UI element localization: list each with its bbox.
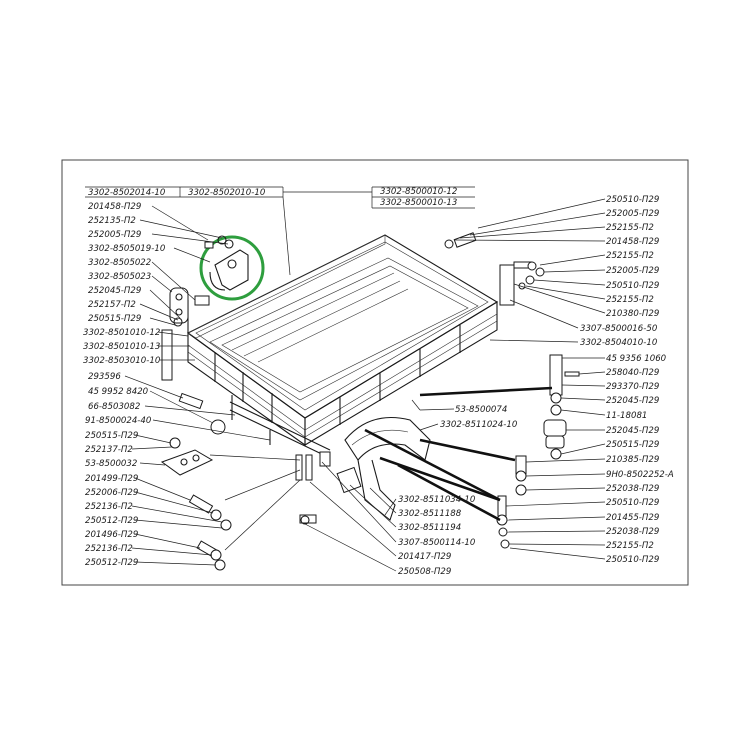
label-252006-p29: 252006-П29 bbox=[85, 488, 138, 498]
label-3302-8500010-12: 3302-8500010-12 bbox=[380, 187, 457, 197]
label-c-250508-p29: 250508-П29 bbox=[398, 567, 451, 577]
label-293596: 293596 bbox=[88, 372, 121, 382]
label-r-250510-p29-c: 250510-П29 bbox=[606, 498, 659, 508]
label-3302-8505019-10: 3302-8505019-10 bbox=[88, 244, 166, 254]
label-3302-8502010-10: 3302-8502010-10 bbox=[188, 188, 266, 198]
label-r-258040-p29: 258040-П29 bbox=[606, 368, 659, 378]
label-53-8500032: 53-8500032 bbox=[85, 459, 137, 469]
label-250515-p29-b: 250515-П29 bbox=[85, 431, 138, 441]
label-252136-p2-b: 252136-П2 bbox=[85, 544, 133, 554]
label-459952-8420: 45 9952 8420 bbox=[88, 387, 149, 397]
label-c-3302-8511034-10: 3302-8511034-10 bbox=[398, 495, 476, 505]
fender bbox=[336, 416, 431, 521]
label-r-210380-p29: 210380-П29 bbox=[606, 309, 659, 319]
highlight-circle bbox=[199, 235, 265, 301]
label-r-252155-p2-b: 252155-П2 bbox=[606, 251, 654, 261]
label-r-210385-p29: 210385-П29 bbox=[606, 455, 659, 465]
label-250512-p29: 250512-П29 bbox=[85, 516, 138, 526]
label-3302-8502014-10: 3302-8502014-10 bbox=[88, 188, 166, 198]
left-hinge-parts bbox=[161, 235, 234, 381]
label-r-459356-1060: 45 9356 1060 bbox=[606, 354, 667, 364]
label-3302-8505023: 3302-8505023 bbox=[88, 272, 151, 282]
label-r-252045-p29: 252045-П29 bbox=[606, 396, 659, 406]
lower-left-fasteners bbox=[160, 392, 232, 571]
label-r-252005-p29: 252005-П29 bbox=[606, 209, 659, 219]
label-r-3307-8500016-50: 3307-8500016-50 bbox=[580, 324, 658, 334]
label-91-8500024-40: 91-8500024-40 bbox=[85, 416, 152, 426]
label-r-250510-p29-d: 250510-П29 bbox=[606, 555, 659, 565]
label-c-3307-8500114-10: 3307-8500114-10 bbox=[398, 538, 476, 548]
center-bottom-bolts bbox=[295, 451, 331, 525]
label-3302-8503010-10: 3302-8503010-10 bbox=[83, 356, 161, 366]
label-c-201417-p29: 201417-П29 bbox=[398, 552, 451, 562]
label-r-3302-8504010-10: 3302-8504010-10 bbox=[580, 338, 658, 348]
label-201458-p29-left: 201458-П29 bbox=[88, 202, 141, 212]
label-r-9i0-8502252-a: 9Н0-8502252-А bbox=[606, 470, 674, 480]
label-252005-p29-left: 252005-П29 bbox=[88, 230, 141, 240]
label-r-293370-p29: 293370-П29 bbox=[606, 382, 659, 392]
label-r-201458-p29: 201458-П29 bbox=[606, 237, 659, 247]
diagram-frame bbox=[61, 159, 689, 586]
label-c-3302-8511024-10: 3302-8511024-10 bbox=[440, 420, 518, 430]
label-r-252155-p2-d: 252155-П2 bbox=[606, 541, 654, 551]
label-252045-p29-left: 252045-П29 bbox=[88, 286, 141, 296]
right-labels: 250510-П29 252005-П29 252155-П2 201458-П… bbox=[454, 195, 674, 565]
label-3302-8500010-13: 3302-8500010-13 bbox=[380, 198, 457, 208]
label-3302-8501010-13: 3302-8501010-13 bbox=[83, 342, 160, 352]
label-3302-8505022: 3302-8505022 bbox=[88, 258, 151, 268]
label-r-250510-p29: 250510-П29 bbox=[606, 195, 659, 205]
label-201496-p29: 201496-П29 bbox=[85, 530, 138, 540]
label-r-252038-p29: 252038-П29 bbox=[606, 484, 659, 494]
label-3302-8501010-12: 3302-8501010-12 bbox=[83, 328, 160, 338]
label-252137-p2: 252137-П2 bbox=[85, 445, 133, 455]
label-250515-p29-left: 250515-П29 bbox=[88, 314, 141, 324]
label-252135-p2: 252135-П2 bbox=[88, 216, 136, 226]
label-r-11-18081: 11-18081 bbox=[606, 411, 647, 421]
label-252157-p2: 252157-П2 bbox=[88, 300, 136, 310]
label-252136-p2: 252136-П2 bbox=[85, 502, 133, 512]
label-c-3302-8511194: 3302-8511194 bbox=[398, 523, 461, 533]
label-66-8503082: 66-8503082 bbox=[88, 402, 140, 412]
label-r-250510-p29-b: 250510-П29 bbox=[606, 281, 659, 291]
label-r-252155-p2-c: 252155-П2 bbox=[606, 295, 654, 305]
label-r-201455-p29: 201455-П29 bbox=[606, 513, 659, 523]
label-r-252005-p29-b: 252005-П29 bbox=[606, 266, 659, 276]
label-r-252045-p29-b: 252045-П29 bbox=[606, 426, 659, 436]
label-r-252155-p2: 252155-П2 bbox=[606, 223, 654, 233]
left-labels: 3302-8502014-10 3302-8502010-10 201458-П… bbox=[83, 186, 284, 568]
label-r-250515-p29: 250515-П29 bbox=[606, 440, 659, 450]
cargo-platform bbox=[186, 234, 499, 459]
hook-bracket bbox=[209, 249, 249, 291]
top-center-labels: 3302-8500010-12 3302-8500010-13 bbox=[282, 186, 475, 276]
label-201499-p29: 201499-П29 bbox=[85, 474, 138, 484]
label-250512-p29-b: 250512-П29 bbox=[85, 558, 138, 568]
label-c-3302-8511188: 3302-8511188 bbox=[398, 509, 462, 519]
label-c-53-8500074: 53-8500074 bbox=[455, 405, 507, 415]
center-labels: 53-8500074 3302-8511024-10 3302-8511034-… bbox=[304, 399, 518, 577]
label-r-252038-p29-b: 252038-П29 bbox=[606, 527, 659, 537]
